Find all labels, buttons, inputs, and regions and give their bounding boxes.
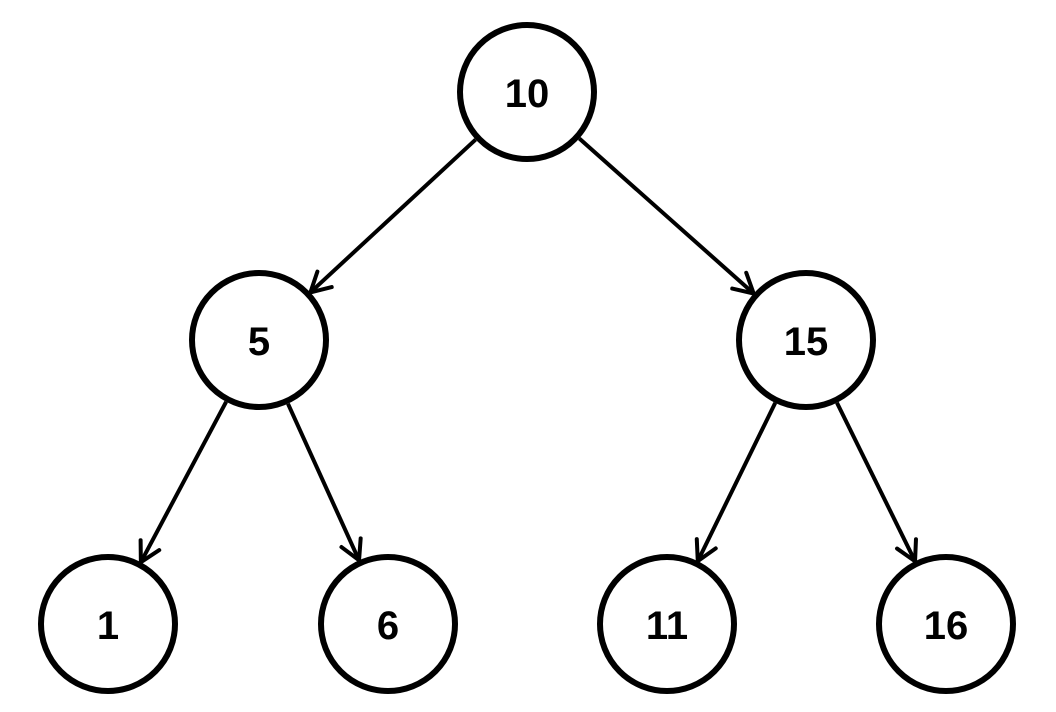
node-circle [597, 554, 737, 694]
node-label: 1 [97, 604, 119, 648]
node-circle [457, 22, 597, 162]
arrowhead-icon [339, 536, 363, 563]
node-circle [736, 270, 876, 410]
tree-node: 5 [189, 270, 329, 410]
node-label: 6 [377, 604, 399, 648]
node-circle [38, 554, 178, 694]
edge-arrow-line [577, 137, 756, 295]
node-label: 11 [646, 604, 688, 648]
node-label: 5 [248, 320, 270, 364]
edge-arrow-line [286, 402, 361, 562]
node-circle [876, 554, 1016, 694]
node-label: 15 [784, 320, 829, 364]
node-circle [189, 270, 329, 410]
tree-node: 16 [876, 554, 1016, 694]
arrowhead-icon [895, 537, 918, 564]
tree-node: 6 [318, 554, 458, 694]
nodes-layer: 10 5 15 1 6 11 16 [38, 22, 1016, 694]
edge-arrow-line [139, 400, 228, 564]
arrowhead-icon [730, 270, 756, 296]
tree-node: 15 [736, 270, 876, 410]
edge-arrow-line [309, 138, 477, 294]
edge-arrow-line [835, 401, 917, 563]
edges-layer [138, 137, 918, 565]
node-label: 10 [505, 72, 550, 116]
tree-node: 1 [38, 554, 178, 694]
tree-node: 11 [597, 554, 737, 694]
tree-node: 10 [457, 22, 597, 162]
node-label: 16 [924, 604, 969, 648]
node-circle [318, 554, 458, 694]
edge-arrow-line [695, 401, 778, 563]
arrowhead-icon [308, 269, 334, 295]
